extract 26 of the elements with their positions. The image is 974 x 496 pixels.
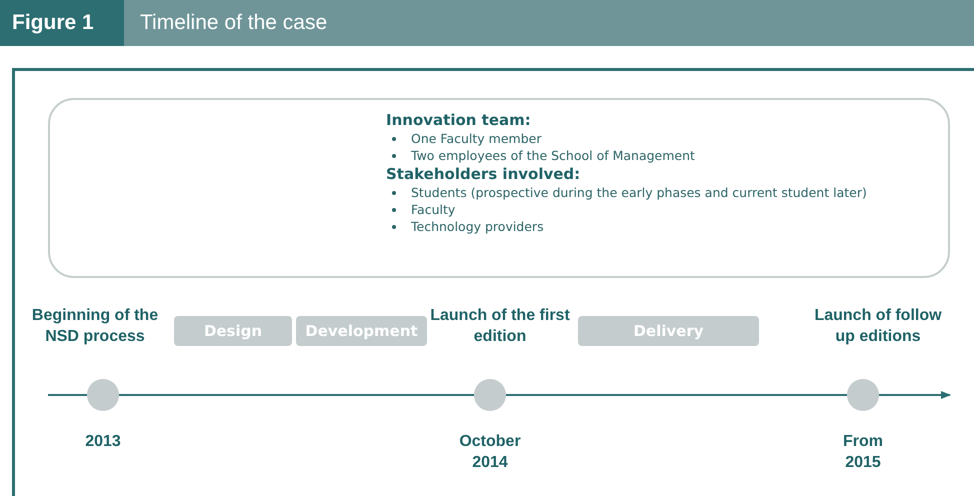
phase-box: Design bbox=[174, 316, 292, 346]
section-heading: Stakeholders involved: bbox=[386, 164, 582, 184]
milestone-label: Launch of the first edition bbox=[430, 306, 570, 347]
milestone-label: Beginning of the NSD process bbox=[30, 306, 160, 347]
list-item: Two employees of the School of Management bbox=[411, 148, 695, 163]
timeline-arrow bbox=[879, 391, 951, 399]
figure-number: Figure 1 bbox=[0, 0, 124, 46]
list-item: One Faculty member bbox=[411, 131, 542, 146]
timeline-marker bbox=[87, 379, 119, 411]
timeline-line bbox=[48, 394, 87, 396]
list-item: Faculty bbox=[411, 202, 456, 217]
phase-box: Delivery bbox=[578, 316, 759, 346]
list-item: Technology providers bbox=[411, 219, 544, 234]
section-heading: Innovation team: bbox=[386, 110, 532, 130]
figure-title: Timeline of the case bbox=[140, 10, 328, 36]
date-label: 2013 bbox=[84, 432, 122, 452]
timeline-line bbox=[506, 394, 847, 396]
date-label: October 2014 bbox=[458, 432, 522, 473]
rounded-panel bbox=[48, 98, 950, 278]
timeline-marker bbox=[474, 379, 506, 411]
phase-box: Development bbox=[296, 316, 427, 346]
timeline-marker bbox=[847, 379, 879, 411]
date-label: From 2015 bbox=[842, 432, 884, 473]
list-item: Students (prospective during the early phases and current student later) bbox=[411, 185, 867, 200]
milestone-label: Launch of follow up editions bbox=[813, 306, 943, 347]
timeline-line bbox=[119, 394, 474, 396]
